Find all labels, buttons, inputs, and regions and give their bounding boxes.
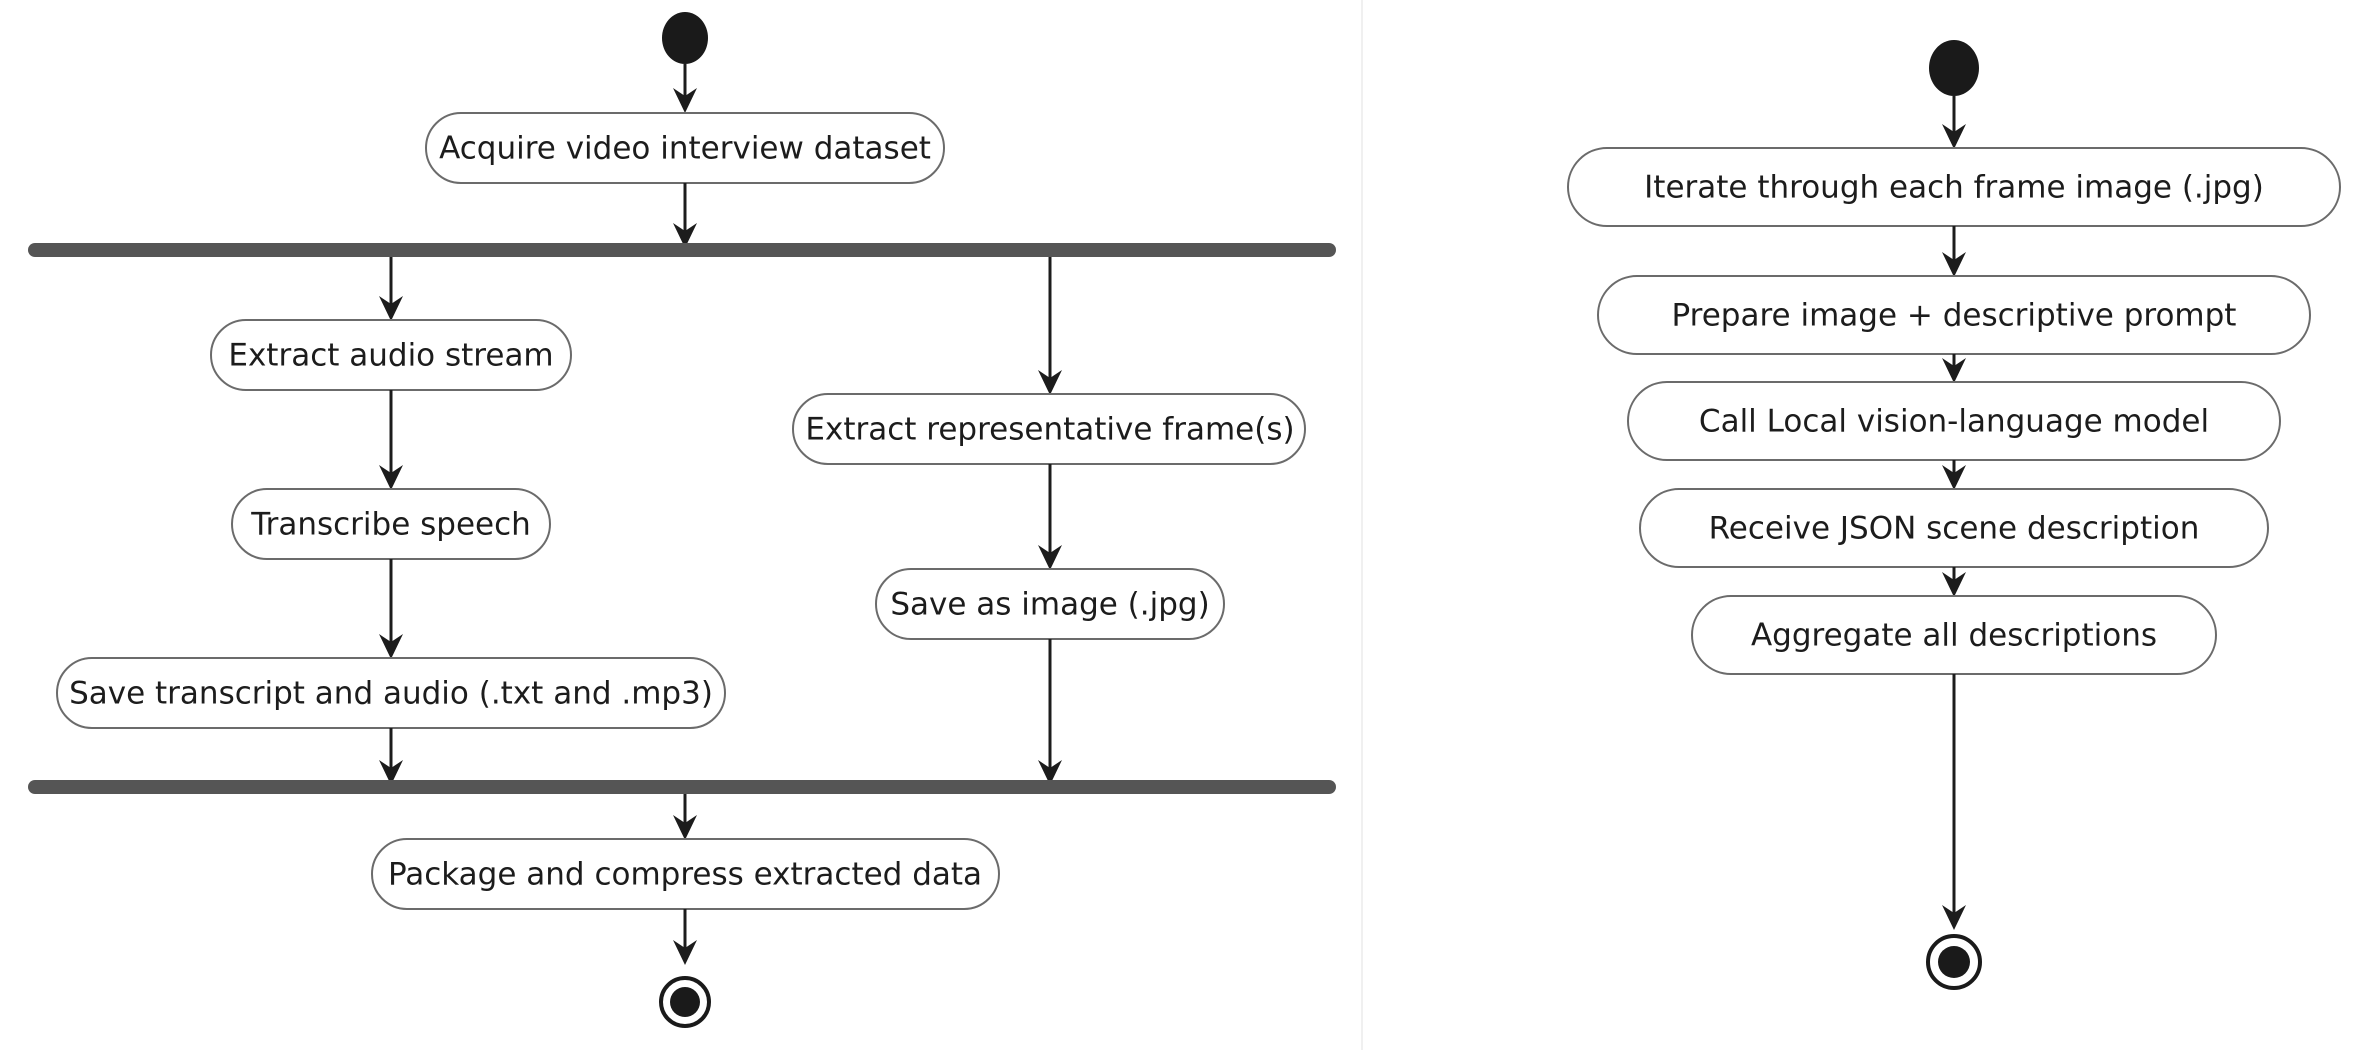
flow-extract-audio-to-transcribe bbox=[379, 390, 403, 490]
activity-label-save-image: Save as image (.jpg) bbox=[890, 587, 1209, 623]
flow-save-transcript-to-join bbox=[379, 728, 403, 785]
end-node-right bbox=[1926, 934, 1982, 990]
activity-label-save-transcript: Save transcript and audio (.txt and .mp3… bbox=[69, 676, 713, 712]
activity-label-package: Package and compress extracted data bbox=[388, 857, 982, 893]
fork-bar bbox=[28, 243, 1336, 257]
activity-label-receive-json: Receive JSON scene description bbox=[1709, 511, 2200, 547]
activity-label-aggregate: Aggregate all descriptions bbox=[1751, 618, 2157, 654]
activity-label-extract-audio: Extract audio stream bbox=[228, 338, 553, 374]
end-node-left bbox=[659, 976, 711, 1028]
start-node-left bbox=[662, 12, 708, 64]
activity-label-transcribe: Transcribe speech bbox=[250, 507, 531, 543]
flow-transcribe-to-save-transcript bbox=[379, 559, 403, 659]
activity-label-acquire: Acquire video interview dataset bbox=[439, 131, 931, 167]
flow-prepare-to-call-vlm bbox=[1942, 354, 1966, 383]
activity-label-call-vlm: Call Local vision-language model bbox=[1699, 404, 2209, 440]
activity-node-extract-frames[interactable]: Extract representative frame(s) bbox=[792, 393, 1306, 465]
flow-fork-to-extract-audio bbox=[379, 257, 403, 321]
activity-label-prepare: Prepare image + descriptive prompt bbox=[1672, 298, 2237, 334]
flow-acquire-to-fork bbox=[673, 183, 697, 248]
activity-node-save-image[interactable]: Save as image (.jpg) bbox=[875, 568, 1225, 640]
column-video-extraction-pipeline: Acquire video interview dataset Extract … bbox=[28, 12, 1336, 1028]
flow-extract-frames-to-save-image bbox=[1038, 464, 1062, 570]
activity-node-extract-audio[interactable]: Extract audio stream bbox=[210, 319, 572, 391]
activity-node-aggregate[interactable]: Aggregate all descriptions bbox=[1691, 595, 2217, 675]
flow-iterate-to-prepare bbox=[1942, 226, 1966, 277]
activity-node-iterate[interactable]: Iterate through each frame image (.jpg) bbox=[1567, 147, 2341, 227]
activity-node-save-transcript[interactable]: Save transcript and audio (.txt and .mp3… bbox=[56, 657, 726, 729]
activity-node-package[interactable]: Package and compress extracted data bbox=[371, 838, 1000, 910]
column-vlm-description-pipeline: Iterate through each frame image (.jpg) … bbox=[1567, 40, 2341, 990]
activity-node-acquire[interactable]: Acquire video interview dataset bbox=[425, 112, 945, 184]
flow-start-to-acquire bbox=[673, 64, 697, 113]
activity-node-call-vlm[interactable]: Call Local vision-language model bbox=[1627, 381, 2281, 461]
flow-join-to-package bbox=[673, 794, 697, 840]
activity-node-prepare[interactable]: Prepare image + descriptive prompt bbox=[1597, 275, 2311, 355]
flow-fork-to-extract-frames bbox=[1038, 257, 1062, 395]
join-bar bbox=[28, 780, 1336, 794]
start-node-right bbox=[1929, 40, 1979, 96]
activity-node-receive-json[interactable]: Receive JSON scene description bbox=[1639, 488, 2269, 568]
flow-save-image-to-join bbox=[1038, 639, 1062, 785]
flow-package-to-end bbox=[673, 909, 697, 965]
flow-aggregate-to-end bbox=[1942, 674, 1966, 930]
flow-receive-json-to-aggregate bbox=[1942, 567, 1966, 597]
activity-node-transcribe[interactable]: Transcribe speech bbox=[231, 488, 551, 560]
flow-start-to-iterate bbox=[1942, 96, 1966, 149]
activity-label-extract-frames: Extract representative frame(s) bbox=[805, 412, 1294, 448]
flow-call-vlm-to-receive-json bbox=[1942, 460, 1966, 490]
activity-label-iterate: Iterate through each frame image (.jpg) bbox=[1644, 170, 2264, 206]
